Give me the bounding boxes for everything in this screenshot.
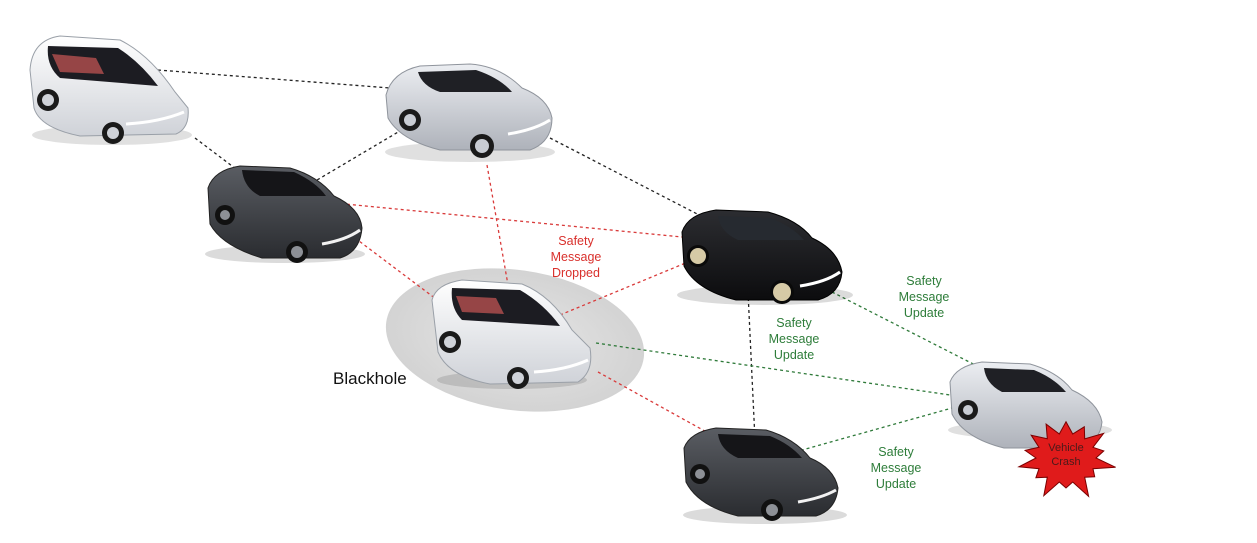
- update-label-right: Safety Message Update: [899, 274, 950, 320]
- update-label-line: Safety: [906, 274, 942, 288]
- link-normal: [311, 124, 411, 184]
- update-label-line: Safety: [776, 316, 812, 330]
- link-dropped: [486, 164, 509, 286]
- update-label-line: Update: [774, 348, 814, 362]
- links-layer: [157, 69, 986, 453]
- link-dropped: [334, 202, 683, 238]
- dropped-label-line: Message: [551, 250, 602, 264]
- sedan-crashed: [948, 361, 1112, 449]
- link-dropped: [354, 237, 441, 303]
- sedan-bottom-dark: [683, 427, 847, 524]
- link-update: [831, 291, 986, 371]
- update-label-line: Message: [769, 332, 820, 346]
- update-label-line: Message: [899, 290, 950, 304]
- update-label-bottom: Safety Message Update: [871, 445, 922, 491]
- minivan-blackhole: [431, 279, 592, 389]
- crash-burst: [1017, 420, 1116, 498]
- dropped-label-line: Dropped: [552, 266, 600, 280]
- link-dropped: [597, 371, 713, 436]
- sedan-right-black: [677, 209, 853, 305]
- update-label-line: Update: [876, 477, 916, 491]
- update-label-line: Message: [871, 461, 922, 475]
- minivan-top-left: [29, 35, 192, 145]
- link-normal: [549, 137, 706, 219]
- blackhole-label: Blackhole: [333, 369, 407, 388]
- crash-label: Vehicle Crash: [1048, 442, 1083, 468]
- update-label-mid: Safety Message Update: [769, 316, 820, 362]
- sedan-left-dark: [205, 165, 365, 263]
- crash-burst-star: [1017, 420, 1116, 498]
- dropped-label-line: Safety: [558, 234, 594, 248]
- crash-label-line: Crash: [1051, 456, 1080, 468]
- dropped-label: Safety Message Dropped: [551, 234, 602, 280]
- update-label-line: Update: [904, 306, 944, 320]
- link-dropped: [559, 261, 689, 316]
- sedan-top-center: [385, 63, 555, 162]
- link-update: [794, 407, 953, 453]
- link-normal: [157, 69, 391, 89]
- crash-label-line: Vehicle: [1048, 442, 1083, 454]
- update-label-line: Safety: [878, 445, 914, 459]
